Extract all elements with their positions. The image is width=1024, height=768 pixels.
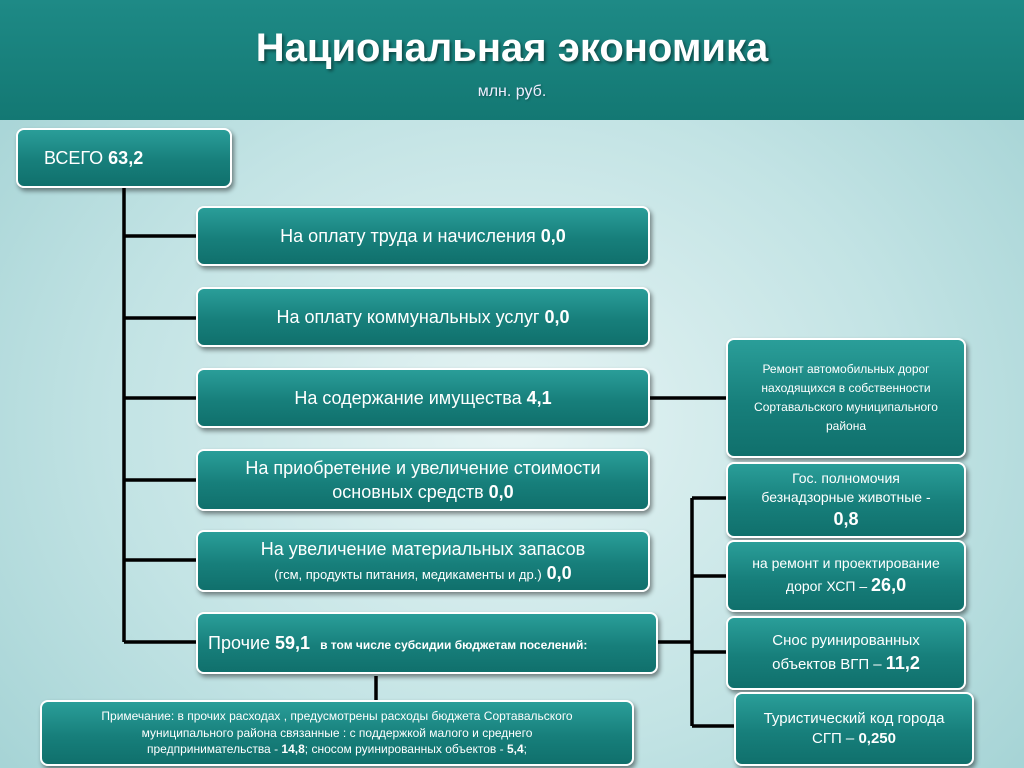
subsidy-value: 11,2: [885, 652, 920, 673]
road-repair-box: Ремонт автомобильных дорог находящихся в…: [726, 338, 966, 458]
subsidy-box-tourist: Туристический код города СГП – 0,250: [734, 692, 974, 766]
note-line3-b: ; сносом руинированных объектов -: [304, 742, 504, 757]
item-label-line2: основных средств: [332, 482, 484, 502]
note-box: Примечание: в прочих расходах , предусмо…: [40, 700, 634, 766]
total-label: ВСЕГО: [44, 147, 104, 168]
item-label: На содержание имущества: [294, 387, 522, 408]
item-box-fixed-assets: На приобретение и увеличение стоимости о…: [196, 449, 650, 511]
page-subtitle: млн. руб.: [477, 83, 547, 100]
subsidy-label-line1: Туристический код города: [763, 709, 945, 727]
item-label: На оплату коммунальных услуг: [276, 306, 540, 327]
total-value: 63,2: [108, 147, 144, 168]
subsidy-value: 0,8: [833, 508, 859, 529]
item-box-labor: На оплату труда и начисления 0,0: [196, 206, 650, 266]
subsidy-label-line2: дорог ХСП –: [785, 578, 868, 595]
other-box: Прочие 59,1 в том числе субсидии бюджета…: [196, 612, 658, 674]
road-repair-text: Ремонт автомобильных дорог находящихся в…: [754, 361, 938, 434]
item-value: 0,0: [546, 563, 572, 583]
note-line2: муниципального района связанные : с подд…: [141, 725, 533, 740]
subsidy-box-roads: на ремонт и проектирование дорог ХСП – 2…: [726, 540, 966, 612]
total-box: ВСЕГО 63,2: [16, 128, 232, 188]
subsidy-box-demolition: Снос руинированных объектов ВГП – 11,2: [726, 616, 966, 690]
header-banner: Национальная экономика млн. руб.: [0, 0, 1024, 120]
other-suffix: в том числе субсидии бюджетам поселений:: [320, 637, 588, 652]
item-box-property: На содержание имущества 4,1: [196, 368, 650, 428]
other-label: Прочие: [208, 632, 271, 653]
page-title: Национальная экономика: [255, 26, 769, 70]
other-value: 59,1: [275, 632, 311, 653]
note-value-2: 5,4: [506, 742, 524, 757]
item-label-line1: На приобретение и увеличение стоимости: [245, 457, 601, 478]
item-value: 4,1: [526, 387, 552, 408]
subsidy-label-line1: на ремонт и проектирование: [752, 555, 940, 572]
item-label-line1: На увеличение материальных запасов: [260, 538, 586, 559]
subsidy-label-line2: объектов ВГП –: [772, 655, 882, 673]
item-value: 0,0: [540, 225, 566, 246]
item-value: 0,0: [488, 482, 514, 502]
item-label: На оплату труда и начисления: [280, 225, 536, 246]
subsidy-label-line1: Гос. полномочия: [792, 469, 900, 486]
subsidy-label-line2: безнадзорные животные -: [761, 488, 931, 505]
note-line1: Примечание: в прочих расходах , предусмо…: [101, 708, 573, 723]
subsidy-label-line2: СГП –: [812, 730, 855, 747]
item-box-materials: На увеличение материальных запасов (гсм,…: [196, 530, 650, 592]
note-value-1: 14,8: [281, 742, 305, 757]
subsidy-box-animals: Гос. полномочия безнадзорные животные - …: [726, 462, 966, 538]
subsidy-value: 0,250: [858, 730, 896, 747]
item-value: 0,0: [544, 306, 570, 327]
item-box-utilities: На оплату коммунальных услуг 0,0: [196, 287, 650, 347]
note-line3-a: предпринимательства -: [146, 742, 279, 757]
note-line3-c: ;: [523, 742, 528, 757]
subsidy-value: 26,0: [871, 575, 907, 596]
item-label-line2: (гсм, продукты питания, медикаменты и др…: [274, 567, 542, 582]
subsidy-label-line1: Снос руинированных: [772, 631, 920, 649]
